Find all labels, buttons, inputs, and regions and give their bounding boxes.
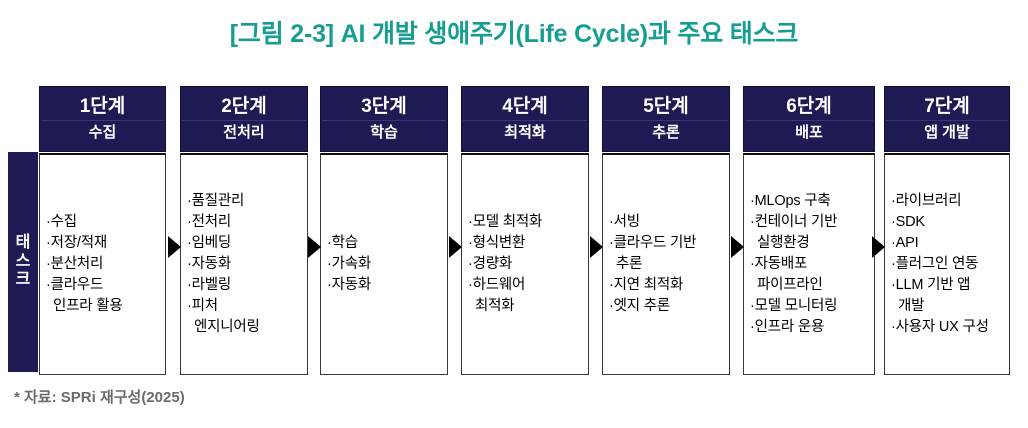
right-triangle-arrow-icon bbox=[872, 236, 885, 258]
task-item-continuation: 실행환경 bbox=[757, 235, 810, 252]
task-item: ·LLM 기반 앱 bbox=[891, 276, 971, 293]
task-item: ·저장/적재 bbox=[46, 235, 108, 252]
stage-name: 수집 bbox=[88, 123, 117, 141]
stage-number: 1단계 bbox=[41, 96, 164, 121]
task-item: ·라벨링 bbox=[187, 276, 232, 293]
source-note: * 자료: SPRi 재구성(2025) bbox=[14, 389, 185, 406]
stage-name: 최적화 bbox=[504, 123, 546, 141]
task-item: ·수집 bbox=[46, 214, 77, 231]
task-item: ·자동배포 bbox=[750, 256, 808, 273]
right-triangle-arrow-icon bbox=[590, 236, 603, 258]
stage-task-list-3: ·학습 ·가속화 ·자동화 bbox=[320, 153, 448, 375]
task-item: ·라이브러리 bbox=[891, 193, 962, 210]
task-item: ·자동화 bbox=[187, 256, 232, 273]
task-item: ·전처리 bbox=[187, 214, 232, 231]
task-item: ·서빙 bbox=[609, 214, 640, 231]
task-item-continuation: 파이프라인 bbox=[757, 276, 823, 293]
stage-number: 6단계 bbox=[745, 96, 873, 121]
row-label-char: 태 bbox=[15, 233, 31, 251]
task-item: ·사용자 UX 구성 bbox=[891, 318, 989, 335]
right-triangle-arrow-icon bbox=[731, 236, 744, 258]
stage-number: 2단계 bbox=[182, 96, 306, 121]
task-item: ·분산처리 bbox=[46, 256, 104, 273]
task-item-continuation: 개발 bbox=[898, 297, 925, 314]
task-item-continuation: 추론 bbox=[616, 256, 643, 273]
task-item: ·SDK bbox=[891, 214, 925, 231]
task-item: ·학습 bbox=[327, 235, 358, 252]
task-item: ·API bbox=[891, 235, 919, 252]
stage-name: 추론 bbox=[652, 123, 680, 141]
task-item: ·가속화 bbox=[327, 256, 372, 273]
row-label-char: 크 bbox=[15, 271, 31, 289]
task-item: ·형식변환 bbox=[468, 235, 526, 252]
task-item: ·지연 최적화 bbox=[609, 276, 684, 293]
row-label-char: 스 bbox=[15, 252, 31, 270]
task-item: ·클라우드 bbox=[46, 276, 104, 293]
task-item: ·자동화 bbox=[327, 276, 372, 293]
stage-name: 배포 bbox=[795, 123, 823, 141]
stage-number: 5단계 bbox=[604, 96, 728, 121]
task-item: ·클라우드 기반 bbox=[609, 235, 697, 252]
task-item-continuation: 최적화 bbox=[475, 297, 515, 314]
task-item: ·경량화 bbox=[468, 256, 513, 273]
stage-name: 학습 bbox=[370, 123, 398, 141]
stage-number: 3단계 bbox=[322, 96, 446, 121]
page-title: [그림 2-3] AI 개발 생애주기(Life Cycle)과 주요 태스크 bbox=[229, 20, 799, 48]
stage-number: 7단계 bbox=[886, 96, 1008, 121]
task-item: ·모델 모니터링 bbox=[750, 297, 838, 314]
task-item-continuation: 인프라 활용 bbox=[53, 297, 123, 314]
task-item-continuation: 엔지니어링 bbox=[194, 318, 260, 335]
task-item: ·인프라 운용 bbox=[750, 318, 825, 335]
task-item: ·품질관리 bbox=[187, 193, 245, 210]
task-item: ·모델 최적화 bbox=[468, 214, 543, 231]
task-item: ·플러그인 연동 bbox=[891, 256, 979, 273]
right-triangle-arrow-icon bbox=[308, 236, 321, 258]
task-item: ·임베딩 bbox=[187, 235, 232, 252]
task-item: ·피처 bbox=[187, 297, 218, 314]
stage-name: 앱 개발 bbox=[924, 123, 970, 141]
task-item: ·엣지 추론 bbox=[609, 297, 671, 314]
task-item: ·컨테이너 기반 bbox=[750, 214, 838, 231]
task-item: ·하드웨어 bbox=[468, 276, 526, 293]
task-item: ·MLOps 구축 bbox=[750, 193, 831, 210]
stage-number: 4단계 bbox=[463, 96, 587, 121]
right-triangle-arrow-icon bbox=[168, 236, 181, 258]
stage-name: 전처리 bbox=[223, 123, 265, 141]
right-triangle-arrow-icon bbox=[449, 236, 462, 258]
